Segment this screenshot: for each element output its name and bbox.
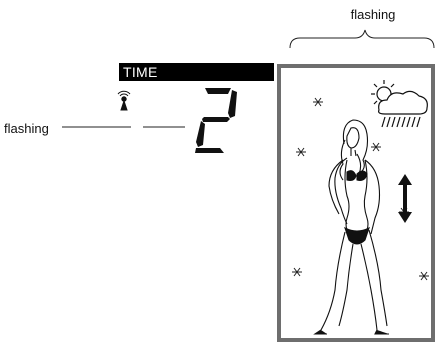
flashing-label-left: flashing xyxy=(4,121,49,136)
bracket xyxy=(290,30,434,48)
time-label-bar: TIME xyxy=(119,63,274,81)
radio-signal-icon xyxy=(118,91,130,110)
panel-graphics xyxy=(281,68,431,338)
time-label: TIME xyxy=(123,63,158,81)
sun-behind-rain-cloud-icon xyxy=(371,80,427,127)
flashing-label-top: flashing xyxy=(343,7,403,22)
bikini-woman-figure xyxy=(315,120,389,334)
lcd-digit-2 xyxy=(195,88,237,153)
snowflake-icon xyxy=(296,148,306,156)
up-down-arrow-icon xyxy=(398,174,412,223)
snowflake-icon xyxy=(419,272,429,280)
snowflake-icon xyxy=(292,268,302,276)
weather-forecast-panel xyxy=(277,64,435,342)
snowflake-icon xyxy=(371,143,381,151)
snowflake-icon xyxy=(313,98,323,106)
